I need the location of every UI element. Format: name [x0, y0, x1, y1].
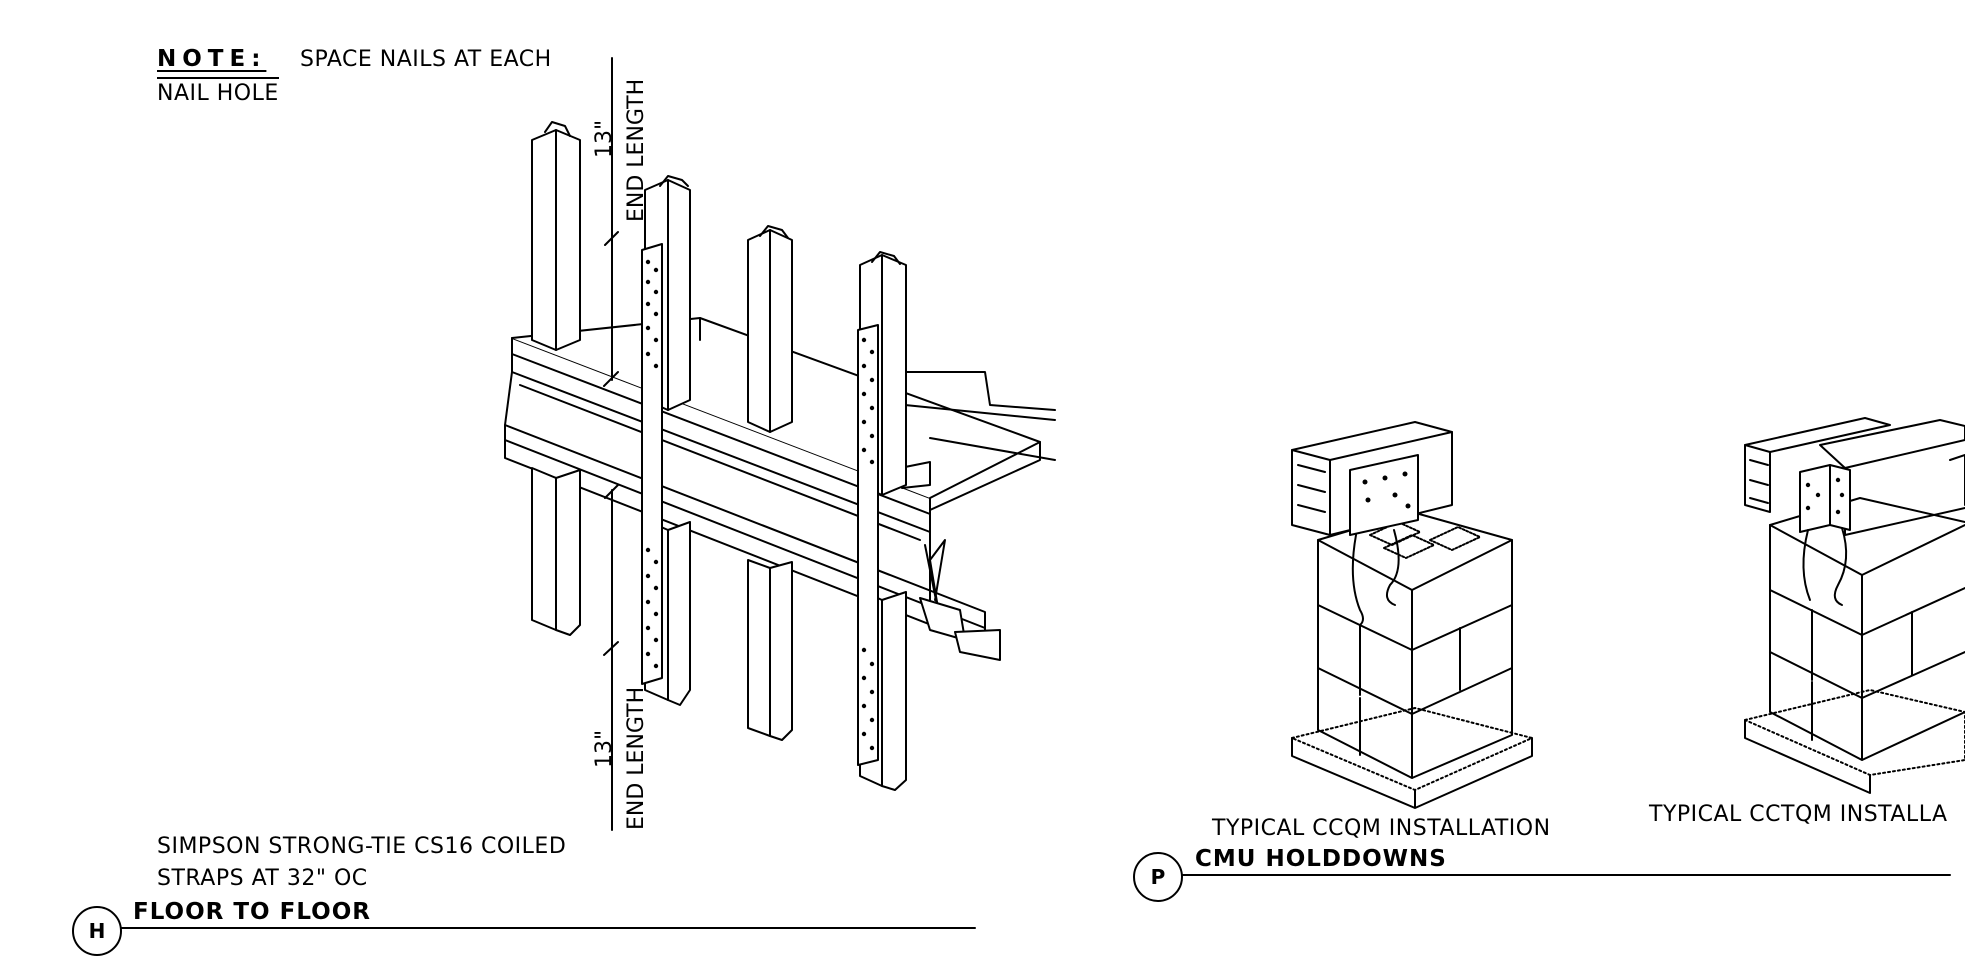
- dimension-bottom-label: END LENGTH: [624, 686, 649, 830]
- strap-callout-line2: STRAPS AT 32" OC: [157, 866, 368, 891]
- strap-callout-line1: SIMPSON STRONG-TIE CS16 COILED: [157, 834, 567, 859]
- dimension-bottom-value: 13": [592, 729, 617, 768]
- nail-holes: [645, 259, 875, 751]
- cctqm-footing: [1744, 689, 1965, 776]
- dimension-top-value: 13": [592, 119, 617, 158]
- coiled-strap-2: [857, 324, 879, 766]
- floor-to-floor-title: FLOOR TO FLOOR: [133, 899, 371, 925]
- dimension-line-top: [603, 57, 619, 387]
- dimension-top-label: END LENGTH: [624, 78, 649, 222]
- ccqm-caption: TYPICAL CCQM INSTALLATION: [1212, 816, 1551, 841]
- note-text-line2: NAIL HOLE: [157, 77, 279, 106]
- ccqm-installation: [1291, 421, 1533, 809]
- floor-to-floor-framing: [117, 57, 1056, 929]
- detail-marker-h: H: [72, 906, 122, 956]
- cctqm-installation: [1744, 417, 1965, 794]
- cmu-holdowns-title: CMU HOLDDOWNS: [1195, 846, 1447, 872]
- ccqm-wood-beam: [1291, 421, 1453, 461]
- ccqm-holdown-plate: [1349, 454, 1419, 536]
- dimension-line-bottom: [603, 484, 619, 831]
- cctqm-wood-beam: [1744, 417, 1891, 453]
- note-label: NOTE:: [157, 46, 267, 72]
- detail-marker-p: P: [1133, 852, 1183, 902]
- coiled-strap-1: [641, 243, 663, 685]
- note-text-line1: SPACE NAILS AT EACH: [300, 47, 552, 72]
- cctqm-caption: TYPICAL CCTQM INSTALLA: [1649, 802, 1948, 827]
